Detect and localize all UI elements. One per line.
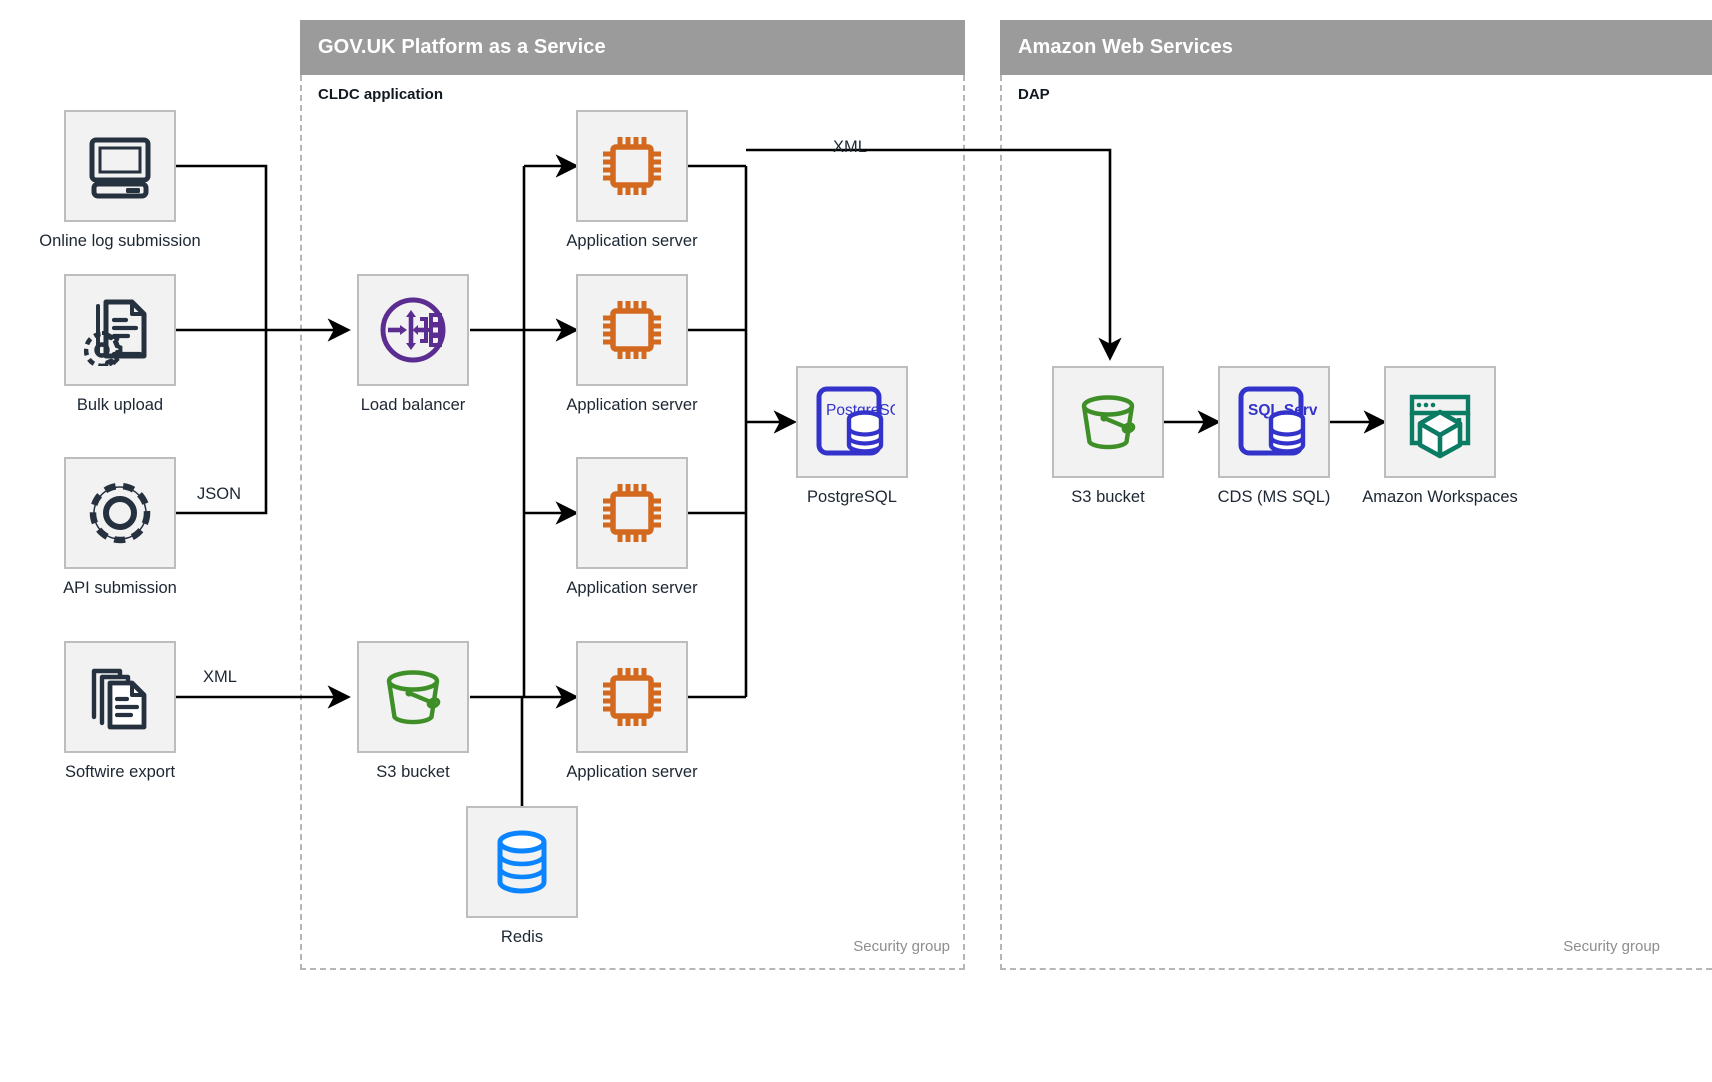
edge-label-xml-softwire: XML <box>203 668 237 686</box>
node-label: Application server <box>566 396 698 414</box>
node-cds-ms-sql[interactable]: SQL Server CDS (MS SQL) <box>1218 366 1330 506</box>
node-box <box>1052 366 1164 478</box>
edge-label-xml-to-dap: XML <box>833 138 867 156</box>
node-online-log-submission[interactable]: Online log submission <box>39 110 201 250</box>
group-sublabel-dap: DAP <box>1018 86 1050 103</box>
workspaces-cube-icon <box>1409 394 1471 459</box>
group-header-aws: Amazon Web Services <box>1000 20 1712 75</box>
node-box: SQL Server <box>1218 366 1330 478</box>
node-label: Online log submission <box>39 232 201 250</box>
node-application-server-1[interactable]: Application server <box>566 110 698 250</box>
node-postgresql[interactable]: PostgreSQL PostgreSQL <box>796 366 908 506</box>
node-application-server-4[interactable]: Application server <box>566 641 698 781</box>
cpu-chip-icon <box>603 301 661 359</box>
node-label: S3 bucket <box>376 763 450 781</box>
node-label: Softwire export <box>64 763 176 781</box>
group-sublabel-cldc: CLDC application <box>318 86 444 103</box>
node-box <box>357 641 469 753</box>
group-footer-paas-security: Security group <box>853 938 950 955</box>
group-body-paas <box>300 75 965 970</box>
node-box <box>466 806 578 918</box>
node-box <box>64 641 176 753</box>
node-box <box>1384 366 1496 478</box>
node-redis[interactable]: Redis <box>466 806 578 946</box>
node-application-server-3[interactable]: Application server <box>566 457 698 597</box>
node-box <box>576 110 688 222</box>
node-label: API submission <box>63 579 177 597</box>
node-application-server-2[interactable]: Application server <box>566 274 698 414</box>
node-label: Load balancer <box>360 396 466 414</box>
node-label: Application server <box>566 763 698 781</box>
sql-server-icon: SQL Server <box>1238 386 1317 456</box>
node-box <box>64 110 176 222</box>
node-label: PostgreSQL <box>807 488 897 506</box>
postgresql-icon: PostgreSQL <box>816 386 895 456</box>
group-body-aws <box>1000 75 1712 970</box>
bucket-icon <box>1081 395 1136 450</box>
node-api-submission[interactable]: API submission <box>63 457 177 597</box>
group-footer-aws-security: Security group <box>1563 938 1660 955</box>
node-label: Bulk upload <box>76 396 164 414</box>
node-box <box>64 457 176 569</box>
edge-label-json: JSON <box>197 485 242 503</box>
node-label: Redis <box>500 928 544 946</box>
group-title-aws: Amazon Web Services <box>1018 36 1233 58</box>
node-box <box>576 641 688 753</box>
node-s3-bucket-paas[interactable]: S3 bucket <box>357 641 469 781</box>
node-box <box>357 274 469 386</box>
node-box <box>576 274 688 386</box>
document-gear-icon <box>84 299 147 366</box>
document-stack-icon <box>91 668 147 730</box>
node-bulk-upload[interactable]: Bulk upload <box>64 274 176 414</box>
group-header-paas: GOV.UK Platform as a Service <box>300 20 965 75</box>
gear-icon <box>89 482 151 544</box>
desktop-computer-icon <box>89 137 151 199</box>
node-box <box>576 457 688 569</box>
node-load-balancer[interactable]: Load balancer <box>357 274 469 414</box>
database-cylinder-icon <box>497 830 547 894</box>
node-label: Application server <box>566 579 698 597</box>
node-amazon-workspaces[interactable]: Amazon Workspaces <box>1362 366 1518 506</box>
load-balancer-icon <box>380 297 446 363</box>
node-label: CDS (MS SQL) <box>1217 488 1331 506</box>
node-box <box>64 274 176 386</box>
cpu-chip-icon <box>603 137 661 195</box>
group-title-paas: GOV.UK Platform as a Service <box>318 36 606 58</box>
node-label: S3 bucket <box>1071 488 1145 506</box>
node-softwire-export[interactable]: Softwire export <box>64 641 176 781</box>
node-s3-bucket-dap[interactable]: S3 bucket <box>1052 366 1164 506</box>
bucket-icon <box>386 670 441 725</box>
node-label: Application server <box>566 232 698 250</box>
cpu-chip-icon <box>603 668 661 726</box>
node-box: PostgreSQL <box>796 366 908 478</box>
cpu-chip-icon <box>603 484 661 542</box>
node-label: Amazon Workspaces <box>1362 488 1518 506</box>
